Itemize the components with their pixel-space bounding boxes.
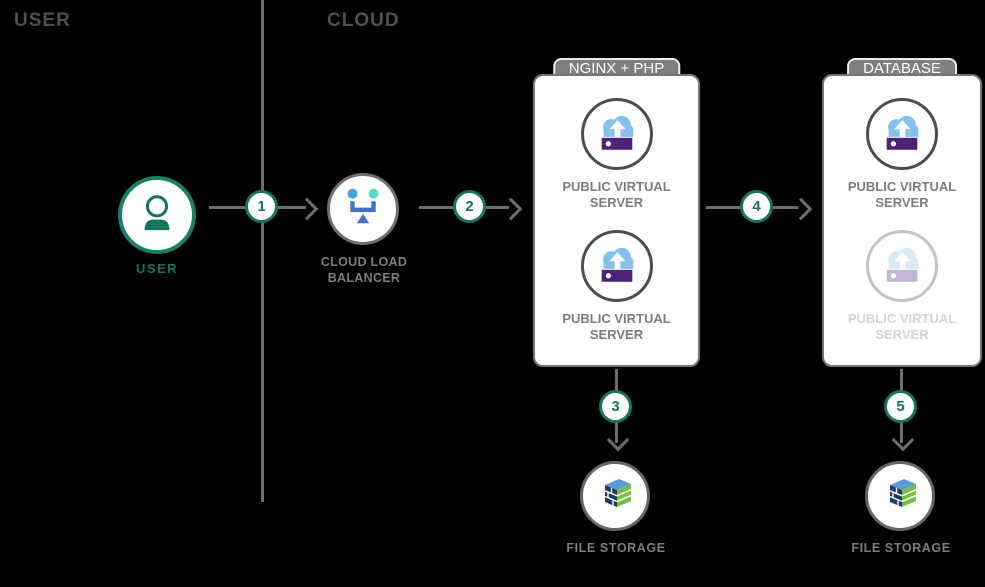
step-badge-1: 1 — [245, 190, 278, 223]
file-storage-label-left: FILE STORAGE — [566, 541, 666, 555]
server-label: PUBLIC VIRTUAL SERVER — [847, 179, 957, 210]
arrow-3-head-icon — [606, 428, 630, 452]
database-panel-body: PUBLIC VIRTUAL SERVER PUBLIC VIRTU — [822, 74, 982, 367]
public-virtual-server-icon — [580, 98, 653, 170]
public-virtual-server-icon — [580, 230, 653, 303]
step-badge-5: 5 — [884, 390, 917, 423]
load-balancer-label: CLOUD LOAD BALANCER — [320, 255, 408, 285]
arrow-1-head-icon — [295, 197, 319, 221]
user-node-label: USER — [135, 261, 179, 276]
file-storage-icon — [595, 474, 635, 519]
server-label: PUBLIC VIRTUAL SERVER — [562, 311, 671, 342]
section-divider — [261, 0, 264, 502]
nginx-server-2: PUBLIC VIRTUAL SERVER — [552, 230, 682, 342]
user-node — [118, 176, 196, 254]
nginx-php-panel: NGINX + PHP PUBLIC VIRTUAL SERVER — [533, 58, 700, 367]
arrow-5-head-icon — [891, 428, 915, 452]
load-balancer-icon — [341, 185, 385, 234]
file-storage-label-right: FILE STORAGE — [851, 541, 951, 555]
public-virtual-server-icon — [866, 230, 938, 303]
server-label: PUBLIC VIRTUAL SERVER — [847, 311, 957, 342]
arrow-2-head-icon — [499, 197, 523, 221]
file-storage-icon — [880, 474, 920, 519]
file-storage-node-left — [580, 461, 650, 531]
section-title-cloud: CLOUD — [327, 10, 400, 31]
database-server-2-inactive: PUBLIC VIRTUAL SERVER — [837, 230, 967, 342]
arrow-4-head-icon — [789, 197, 813, 221]
database-panel: DATABASE PUBLIC VIRTUAL SERVER — [822, 58, 982, 367]
server-label: PUBLIC VIRTUAL SERVER — [562, 179, 671, 210]
person-icon — [136, 192, 178, 239]
nginx-php-panel-body: PUBLIC VIRTUAL SERVER PUBLIC VIRTU — [533, 74, 700, 367]
section-title-user: USER — [14, 10, 71, 31]
database-server-1: PUBLIC VIRTUAL SERVER — [837, 98, 967, 210]
load-balancer-node — [327, 173, 399, 245]
file-storage-node-right — [865, 461, 935, 531]
step-badge-3: 3 — [599, 390, 632, 423]
step-badge-4: 4 — [740, 190, 773, 223]
nginx-server-1: PUBLIC VIRTUAL SERVER — [552, 98, 682, 210]
public-virtual-server-icon — [866, 98, 938, 170]
step-badge-2: 2 — [453, 190, 486, 223]
